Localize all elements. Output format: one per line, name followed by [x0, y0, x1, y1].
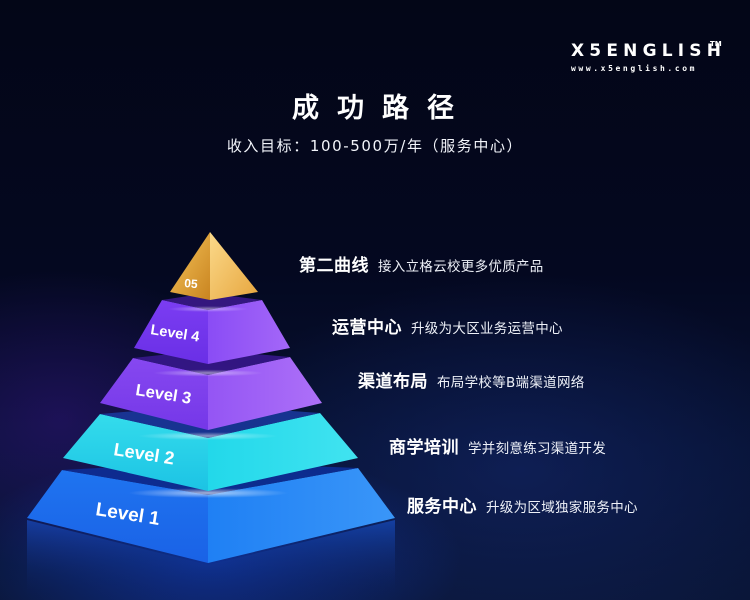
trademark-mark: TM — [710, 40, 722, 48]
page-title: 成功路径 — [292, 93, 472, 124]
tier-heading: 第二曲线 — [299, 256, 369, 276]
tier-05-apex: 05 — [170, 232, 258, 300]
tier-description: 升级为大区业务运营中心 — [411, 321, 563, 337]
tier-row-level-3: 渠道布局 布局学校等B端渠道网络 — [358, 367, 585, 392]
floor-reflection — [27, 520, 395, 600]
brand-url: www.x5english.com — [571, 64, 698, 73]
tier-heading: 商学培训 — [389, 438, 459, 458]
tier-heading: 渠道布局 — [358, 372, 428, 392]
brand-logo: X5ENGLISH TM www.x5english.com — [571, 40, 731, 75]
tier-description: 接入立格云校更多优质产品 — [378, 259, 544, 275]
tier-heading: 服务中心 — [407, 497, 477, 517]
tier-row-level-1: 服务中心 升级为区域独家服务中心 — [407, 492, 638, 517]
page-subtitle: 收入目标：100-500万/年（服务中心） — [226, 137, 524, 155]
tier-row-level-4: 运营中心 升级为大区业务运营中心 — [332, 313, 563, 338]
tier-label-level-4: Level 4 — [149, 322, 200, 345]
tier-description: 学并刻意练习渠道开发 — [468, 441, 606, 457]
tier-description: 布局学校等B端渠道网络 — [437, 375, 585, 391]
tier-row-level-2: 商学培训 学并刻意练习渠道开发 — [389, 433, 606, 458]
tier-description: 升级为区域独家服务中心 — [486, 500, 638, 516]
brand-name: X5ENGLISH — [571, 41, 727, 61]
tier-label-05: 05 — [184, 276, 199, 291]
tier-heading: 运营中心 — [332, 318, 402, 338]
tier-row-05: 第二曲线 接入立格云校更多优质产品 — [299, 251, 544, 276]
tier-level-4: Level 4 — [134, 293, 290, 364]
